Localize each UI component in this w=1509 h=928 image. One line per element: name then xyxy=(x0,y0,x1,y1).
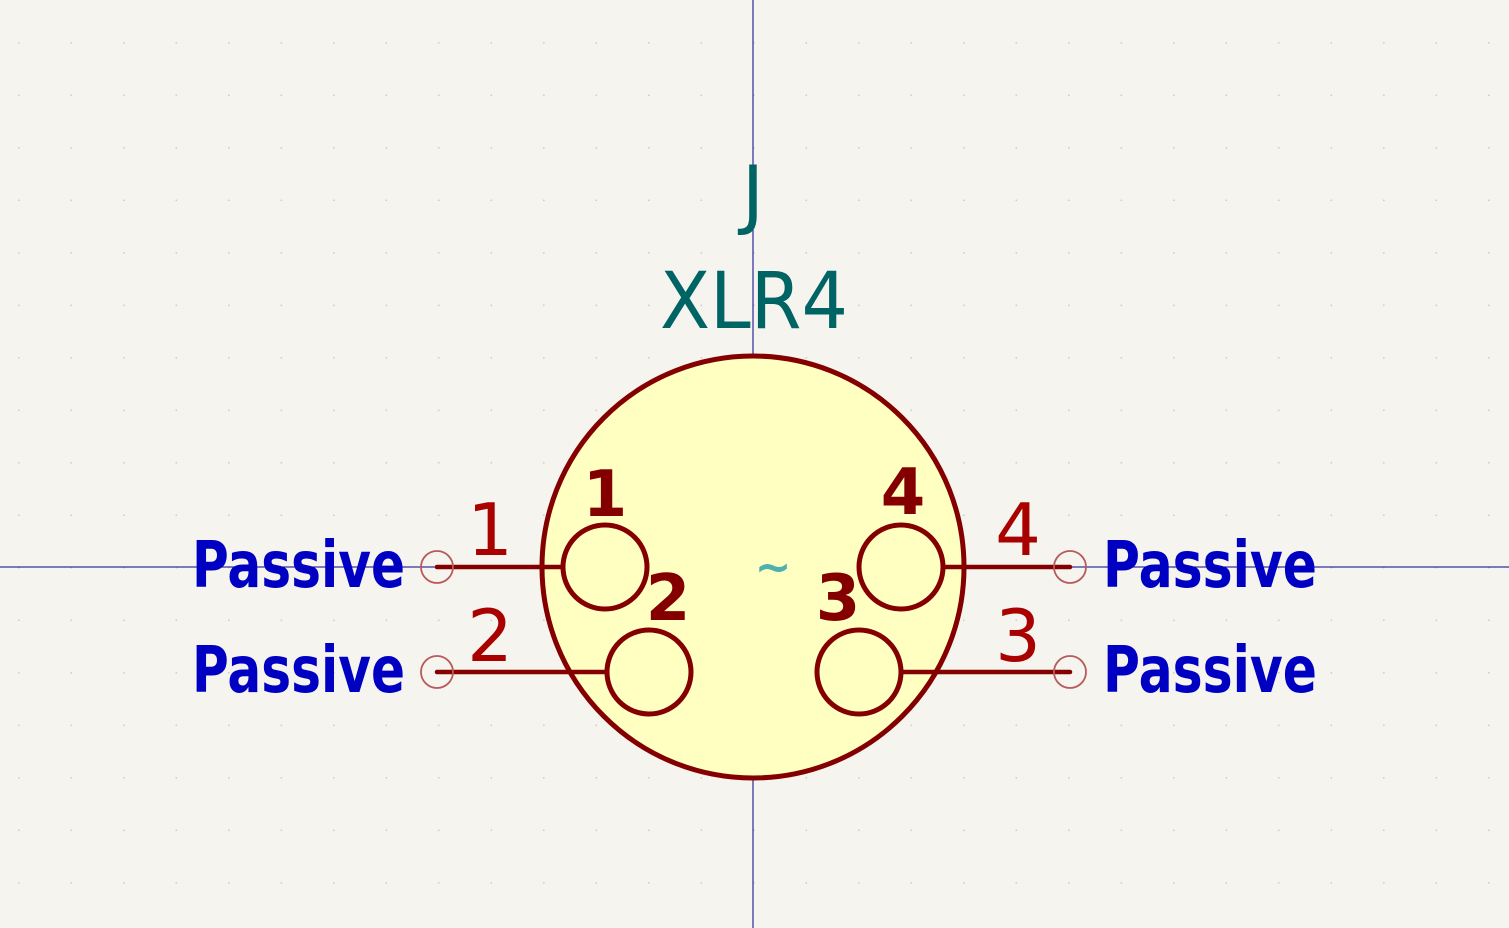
pin-3-type: Passive xyxy=(1103,634,1317,708)
reference-field[interactable]: J xyxy=(738,149,764,238)
body-label-2[interactable]: 2 xyxy=(646,562,691,636)
value-field[interactable]: XLR4 xyxy=(660,257,848,347)
contact-4-circle[interactable] xyxy=(856,522,946,612)
symbol-xlr4[interactable]: J XLR4 1 2 3 4 ~ 1 2 3 4 Passive Passive… xyxy=(192,149,1317,781)
body-label-3[interactable]: 3 xyxy=(816,562,861,636)
pin-4-number: 4 xyxy=(995,488,1041,572)
pin-3-number: 3 xyxy=(995,594,1041,678)
pin-2-number: 2 xyxy=(467,594,513,678)
body-label-4[interactable]: 4 xyxy=(881,456,926,530)
pin-4-type: Passive xyxy=(1103,529,1317,603)
pin-4-end-marker xyxy=(1053,550,1087,584)
pin-2-type: Passive xyxy=(192,634,405,708)
contact-3-circle[interactable] xyxy=(814,627,904,717)
contact-2-circle[interactable] xyxy=(604,627,694,717)
pin-3-end-marker xyxy=(1053,655,1087,689)
pin-1-end-marker xyxy=(420,550,454,584)
pin-1-type: Passive xyxy=(192,529,405,603)
body-label-1[interactable]: 1 xyxy=(583,458,628,532)
contact-1-circle[interactable] xyxy=(560,522,650,612)
pin-2-end-marker xyxy=(420,655,454,689)
connector-body-circle[interactable] xyxy=(539,353,967,781)
pin-1-number: 1 xyxy=(467,488,513,572)
hidden-field-tilde[interactable]: ~ xyxy=(755,542,792,593)
